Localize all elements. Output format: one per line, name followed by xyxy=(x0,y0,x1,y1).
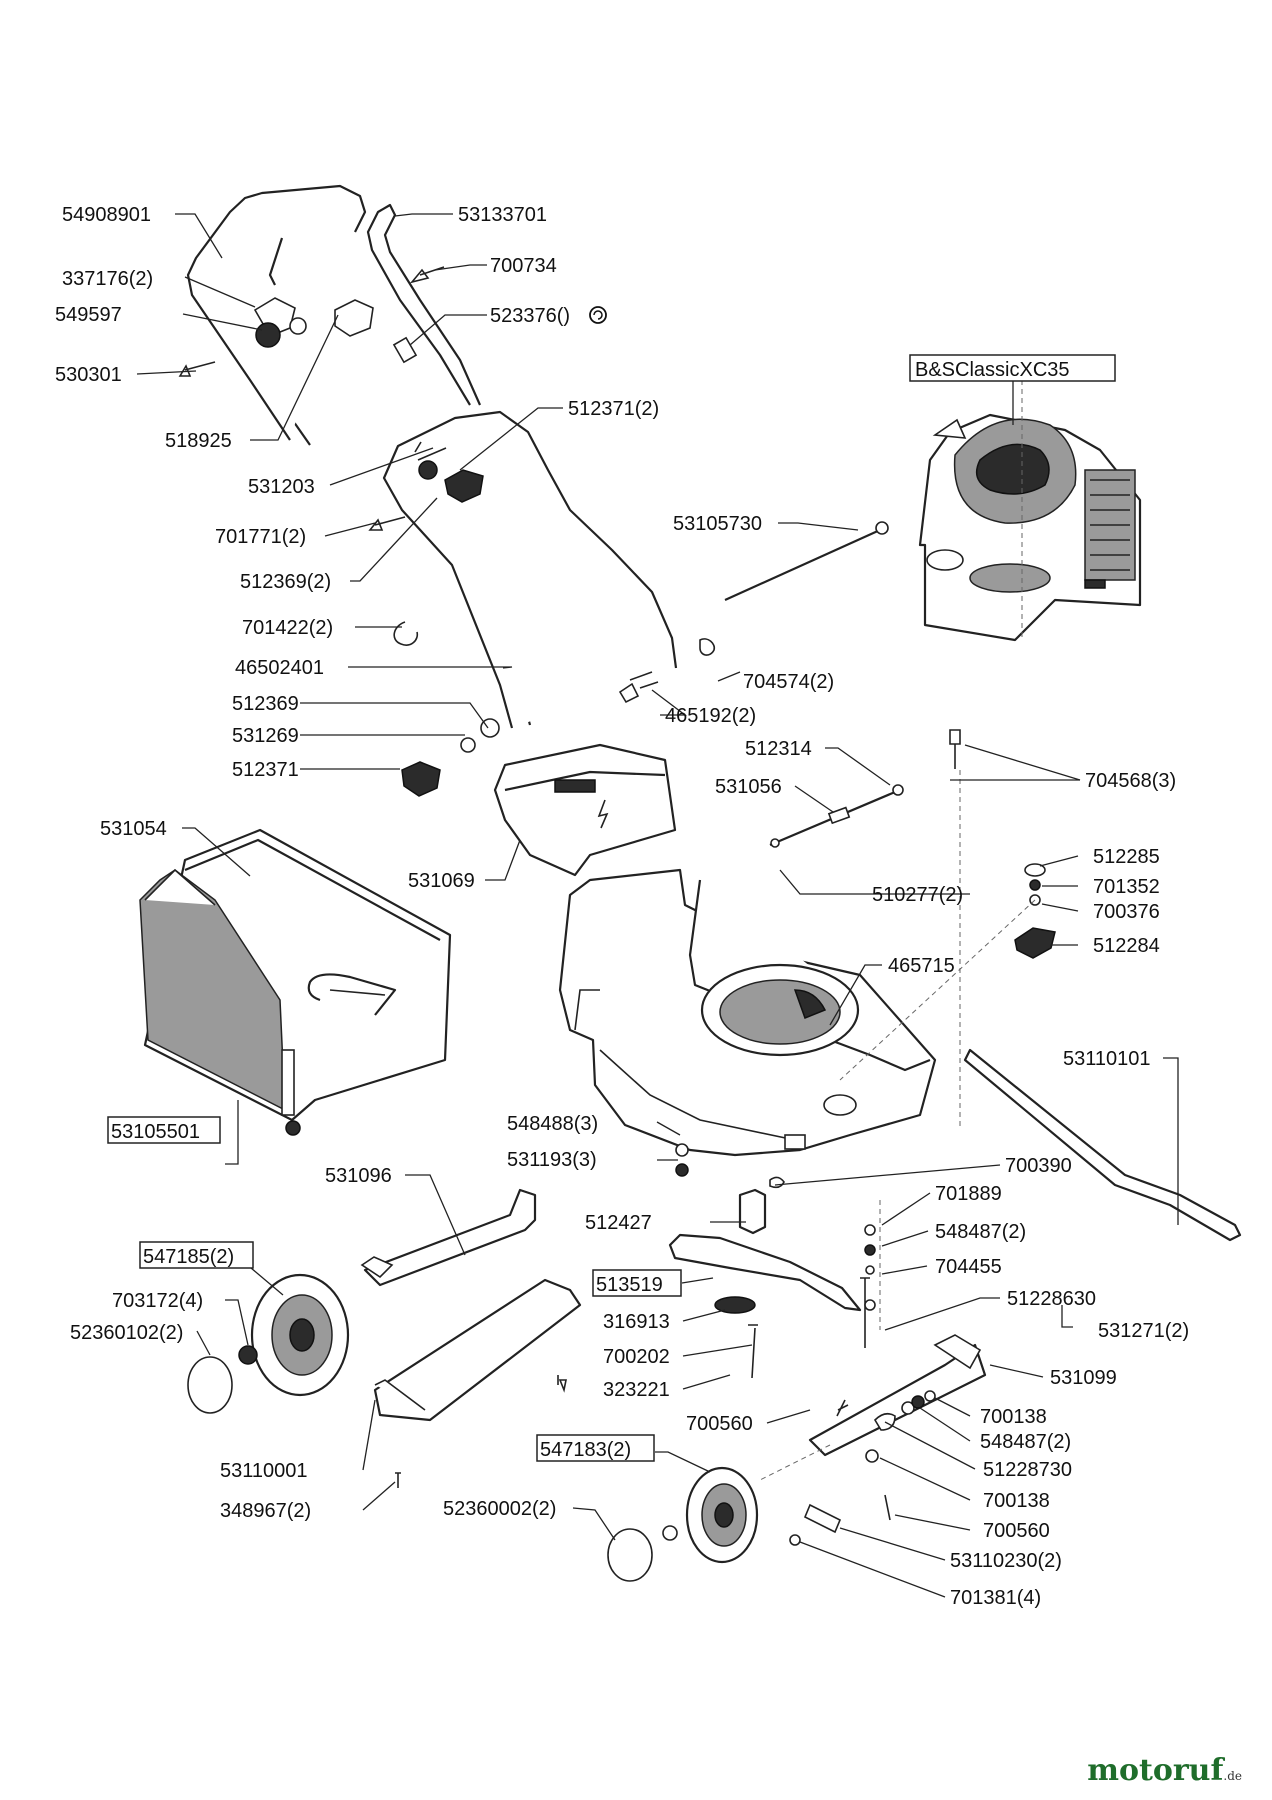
label-530301: 530301 xyxy=(55,364,122,386)
label-531269: 531269 xyxy=(232,725,299,747)
label-531056: 531056 xyxy=(715,776,782,798)
label-53110001: 53110001 xyxy=(220,1460,308,1482)
label-51228630: 51228630 xyxy=(1007,1288,1096,1310)
label-531099: 531099 xyxy=(1050,1367,1117,1389)
part-labels: 54908901 53133701 337176(2) 700734 54959… xyxy=(55,204,1189,1609)
label-53105501: 53105501 xyxy=(111,1121,200,1143)
label-700390: 700390 xyxy=(1005,1155,1072,1177)
label-704574: 704574(2) xyxy=(743,671,834,693)
label-701352: 701352 xyxy=(1093,876,1160,898)
label-531193: 531193(3) xyxy=(507,1149,597,1171)
label-549597: 549597 xyxy=(55,304,122,326)
label-704455: 704455 xyxy=(935,1256,1002,1278)
label-54908901: 54908901 xyxy=(62,204,151,226)
engine xyxy=(918,380,1142,642)
label-box-547183: 547183(2) xyxy=(536,1434,655,1462)
watermark: motoruf.de xyxy=(1087,1753,1242,1788)
label-531096: 531096 xyxy=(325,1165,392,1187)
rear-axle-bar xyxy=(963,1048,1242,1242)
label-704568: 704568(3) xyxy=(1085,770,1176,792)
label-512369-2: 512369(2) xyxy=(240,571,331,593)
label-548488: 548488(3) xyxy=(507,1113,598,1135)
label-547183: 547183(2) xyxy=(540,1439,631,1461)
label-700376: 700376 xyxy=(1093,901,1160,923)
label-53110230: 53110230(2) xyxy=(950,1550,1062,1572)
label-547185: 547185(2) xyxy=(143,1246,234,1268)
label-box-513519: 513519 xyxy=(592,1269,682,1297)
label-700560-b: 700560 xyxy=(983,1520,1050,1542)
label-700138-b: 700138 xyxy=(983,1490,1050,1512)
label-337176: 337176(2) xyxy=(62,268,153,290)
label-53110101: 53110101 xyxy=(1063,1048,1151,1070)
rear-wheel xyxy=(607,1466,759,1582)
grass-catcher xyxy=(139,828,452,1136)
label-531271: 531271(2) xyxy=(1098,1320,1189,1342)
label-512285: 512285 xyxy=(1093,846,1160,868)
label-548487-2: 548487(2) xyxy=(935,1221,1026,1243)
label-701889: 701889 xyxy=(935,1183,1002,1205)
label-52360102: 52360102(2) xyxy=(70,1322,183,1344)
blade xyxy=(558,1233,862,1393)
label-512371-2: 512371(2) xyxy=(568,398,659,420)
label-52360002: 52360002(2) xyxy=(443,1498,556,1520)
label-701422: 701422(2) xyxy=(242,617,333,639)
label-700560-a: 700560 xyxy=(686,1413,753,1435)
label-700734: 700734 xyxy=(490,255,557,277)
label-323221: 323221 xyxy=(603,1379,670,1401)
front-axle xyxy=(360,1188,537,1287)
leader-lines xyxy=(136,213,1179,1598)
label-531054: 531054 xyxy=(100,818,167,840)
watermark-brand: motoruf xyxy=(1087,1753,1224,1788)
label-348967: 348967(2) xyxy=(220,1500,311,1522)
label-316913: 316913 xyxy=(603,1311,670,1333)
recycle-icon xyxy=(589,306,607,324)
rear-flap xyxy=(373,1278,582,1488)
label-box-53105501: 53105501 xyxy=(107,1116,221,1144)
label-512427: 512427 xyxy=(585,1212,652,1234)
rear-rod xyxy=(639,521,904,848)
label-465192: 465192(2) xyxy=(665,705,756,727)
engine-cover xyxy=(493,743,677,877)
label-510277: 510277(2) xyxy=(872,884,963,906)
upper-handle xyxy=(186,184,482,446)
label-518925: 518925 xyxy=(165,430,232,452)
handle-hardware xyxy=(178,266,445,377)
lower-handle xyxy=(368,410,716,797)
label-703172: 703172(4) xyxy=(112,1290,203,1312)
label-512369: 512369 xyxy=(232,693,299,715)
label-701771: 701771(2) xyxy=(215,526,306,548)
label-512314: 512314 xyxy=(745,738,812,760)
label-700202: 700202 xyxy=(603,1346,670,1368)
label-512284: 512284 xyxy=(1093,935,1160,957)
label-box-547185: 547185(2) xyxy=(139,1241,254,1269)
label-531203: 531203 xyxy=(248,476,315,498)
label-531069: 531069 xyxy=(408,870,475,892)
label-701381: 701381(4) xyxy=(950,1587,1041,1609)
watermark-tld: .de xyxy=(1223,1769,1242,1783)
engine-model-label: B&SClassicXC35 xyxy=(915,359,1070,381)
label-512371: 512371 xyxy=(232,759,299,781)
label-53133701: 53133701 xyxy=(458,204,547,226)
label-523376: 523376() xyxy=(490,305,570,327)
label-51228730: 51228730 xyxy=(983,1459,1072,1481)
label-465715: 465715 xyxy=(888,955,955,977)
center-hardware xyxy=(675,1143,785,1235)
label-46502401: 46502401 xyxy=(235,657,324,679)
front-wheel xyxy=(187,1273,350,1414)
mower-deck xyxy=(558,868,937,1157)
label-548487-b: 548487(2) xyxy=(980,1431,1071,1453)
engine-label-box: B&SClassicXC35 xyxy=(909,354,1116,425)
deck-hardware xyxy=(839,729,1056,1130)
label-53105730: 53105730 xyxy=(673,513,762,535)
label-700138-a: 700138 xyxy=(980,1406,1047,1428)
rear-axle xyxy=(759,1200,987,1546)
label-513519: 513519 xyxy=(596,1274,663,1296)
